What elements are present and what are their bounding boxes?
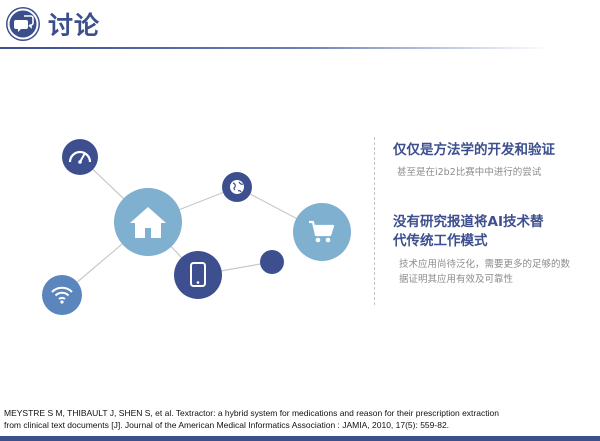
- shopping-cart-icon: [293, 203, 351, 261]
- wifi-icon: [42, 275, 82, 315]
- discussion-point-2: 没有研究报道将AI技术替 代传统工作模式 技术应用尚待泛化，需要更多的足够的数据…: [393, 213, 593, 287]
- point-description: 技术应用尚待泛化，需要更多的足够的数据证明其应用有效及可靠性: [399, 259, 571, 285]
- globe-icon: [222, 172, 252, 202]
- citation-line-1: MEYSTRE S M, THIBAULT J, SHEN S, et al. …: [4, 408, 499, 418]
- vertical-divider: [374, 137, 375, 307]
- home-icon: [114, 188, 182, 256]
- reference-citation: MEYSTRE S M, THIBAULT J, SHEN S, et al. …: [4, 407, 598, 431]
- point-description: 甚至是在i2b2比赛中中进行的尝试: [397, 167, 542, 178]
- discussion-point-1: 仅仅是方法学的开发和验证 甚至是在i2b2比赛中中进行的尝试: [393, 141, 593, 180]
- gauge-icon: [62, 139, 98, 175]
- header-divider: [0, 47, 550, 49]
- discussion-icon: [6, 7, 40, 41]
- header: 讨论: [0, 0, 600, 52]
- point-title: 仅仅是方法学的开发和验证: [393, 142, 555, 158]
- page-title: 讨论: [48, 11, 101, 40]
- node-dot: [260, 250, 284, 274]
- point-title-line-2: 代传统工作模式: [393, 233, 488, 249]
- citation-line-2: from clinical text documents [J]. Journa…: [4, 420, 450, 430]
- smartphone-icon: [174, 251, 222, 299]
- point-title-line-1: 没有研究报道将AI技术替: [393, 214, 544, 230]
- footer-bar: [0, 436, 600, 441]
